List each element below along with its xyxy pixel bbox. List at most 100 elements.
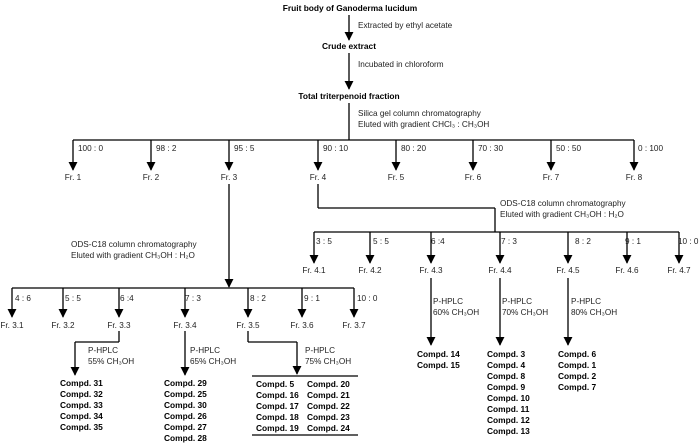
fraction-6: Fr. 6 [464, 173, 482, 182]
fr3-3-hplc-label: P-HPLC [88, 346, 119, 355]
compound-item: Compd. 15 [417, 360, 460, 370]
fr4-3-hplc-label: P-HPLC [433, 297, 464, 306]
fr4-ratio-2: 5 : 5 [373, 237, 389, 246]
total-triterpenoid-label: Total triterpenoid fraction [298, 91, 400, 101]
l1-ratio-4: 90 : 10 [323, 144, 349, 153]
fr4-ratio-7: 10 : 0 [678, 237, 699, 246]
fraction-3: Fr. 3 [220, 173, 238, 182]
fr4-ratio-6: 9 : 1 [625, 237, 641, 246]
fr3-ratio-1: 4 : 6 [15, 294, 31, 303]
compound-item: Compd. 4 [487, 360, 526, 370]
fr3-method-label: ODS-C18 column chromatography [71, 240, 197, 249]
crude-extract-label: Crude extract [322, 41, 376, 51]
fraction-4-7: Fr. 4.7 [667, 266, 691, 275]
compound-item: Compd. 10 [487, 393, 530, 403]
compound-item: Compd. 22 [307, 401, 350, 411]
l1-ratio-6: 70 : 30 [478, 144, 504, 153]
fruit-body-label: Fruit body of Ganoderma lucidum [282, 3, 418, 13]
fr3-ratio-5: 8 : 2 [250, 294, 266, 303]
fr4-eluent-label: Eluted with gradient CH₃OH : H₂O [500, 210, 624, 219]
fraction-4-3: Fr. 4.3 [419, 266, 443, 275]
l1-ratio-1: 100 : 0 [78, 144, 104, 153]
fr3-4-hplc-label: P-HPLC [190, 346, 221, 355]
silica-method-label: Silica gel column chromatography [358, 109, 481, 118]
compound-item: Compd. 5 [256, 379, 295, 389]
fraction-4-6: Fr. 4.6 [615, 266, 639, 275]
fraction-3-1: Fr. 3.1 [0, 321, 24, 330]
fr4-ratio-4: 7 : 3 [501, 237, 517, 246]
fr4-4-hplc-conc: 70% CH₃OH [502, 308, 549, 317]
compound-item: Compd. 30 [164, 400, 207, 410]
fr3-4-hplc-conc: 65% CH₃OH [190, 357, 237, 366]
fraction-4-5: Fr. 4.5 [556, 266, 580, 275]
extraction-step-label: Extracted by ethyl acetate [358, 21, 453, 30]
compound-item: Compd. 7 [558, 382, 597, 392]
fr3-ratio-2: 5 : 5 [65, 294, 81, 303]
compound-item: Compd. 23 [307, 412, 350, 422]
fr3-ratio-7: 10 : 0 [357, 294, 378, 303]
l1-ratio-3: 95 : 5 [234, 144, 255, 153]
fraction-3-6: Fr. 3.6 [290, 321, 314, 330]
fraction-4-4: Fr. 4.4 [488, 266, 512, 275]
fraction-3-3: Fr. 3.3 [107, 321, 131, 330]
compound-item: Compd. 6 [558, 349, 597, 359]
l1-ratio-2: 98 : 2 [156, 144, 177, 153]
fr4-ratio-3: 6 :4 [431, 237, 445, 246]
compound-item: Compd. 11 [487, 404, 530, 414]
compound-item: Compd. 29 [164, 378, 207, 388]
fraction-8: Fr. 8 [625, 173, 643, 182]
fr3-eluent-label: Eluted with gradient CH₃OH : H₂O [71, 251, 195, 260]
compound-item: Compd. 19 [256, 423, 299, 433]
fraction-3-5: Fr. 3.5 [236, 321, 260, 330]
incubation-step-label: Incubated in chloroform [358, 60, 444, 69]
fraction-7: Fr. 7 [542, 173, 560, 182]
l1-ratio-8: 0 : 100 [638, 144, 664, 153]
compound-item: Compd. 21 [307, 390, 350, 400]
compound-item: Compd. 35 [60, 422, 103, 432]
l1-ratio-5: 80 : 20 [401, 144, 427, 153]
compound-item: Compd. 18 [256, 412, 299, 422]
compound-item: Compd. 17 [256, 401, 299, 411]
fraction-4-1: Fr. 4.1 [302, 266, 326, 275]
compound-item: Compd. 16 [256, 390, 299, 400]
compound-item: Compd. 14 [417, 349, 460, 359]
fraction-3-2: Fr. 3.2 [51, 321, 75, 330]
compound-item: Compd. 8 [487, 371, 526, 381]
fr3-ratio-3: 6 :4 [120, 294, 134, 303]
fraction-4-2: Fr. 4.2 [358, 266, 382, 275]
fr3-ratio-4: 7 : 3 [185, 294, 201, 303]
compound-item: Compd. 33 [60, 400, 103, 410]
compound-item: Compd. 32 [60, 389, 103, 399]
fraction-5: Fr. 5 [387, 173, 405, 182]
compound-item: Compd. 3 [487, 349, 526, 359]
fr4-ratio-1: 3 : 5 [316, 237, 332, 246]
compound-item: Compd. 9 [487, 382, 526, 392]
compound-item: Compd. 34 [60, 411, 103, 421]
fraction-2: Fr. 2 [142, 173, 160, 182]
compound-item: Compd. 1 [558, 360, 597, 370]
compound-item: Compd. 13 [487, 426, 530, 436]
compound-item: Compd. 12 [487, 415, 530, 425]
fr4-3-hplc-conc: 60% CH₃OH [433, 308, 480, 317]
compound-item: Compd. 27 [164, 422, 207, 432]
fraction-4: Fr. 4 [309, 173, 327, 182]
compound-item: Compd. 24 [307, 423, 350, 433]
compound-item: Compd. 2 [558, 371, 597, 381]
compound-item: Compd. 31 [60, 378, 103, 388]
compound-item: Compd. 28 [164, 433, 207, 443]
fr3-5-hplc-conc: 75% CH₃OH [305, 357, 352, 366]
fr4-5-hplc-conc: 80% CH₃OH [571, 308, 618, 317]
compound-item: Compd. 26 [164, 411, 207, 421]
compound-item: Compd. 25 [164, 389, 207, 399]
fr4-4-hplc-label: P-HPLC [502, 297, 533, 306]
fr3-ratio-6: 9 : 1 [304, 294, 320, 303]
l1-ratio-7: 50 : 50 [556, 144, 582, 153]
fr4-5-hplc-label: P-HPLC [571, 297, 602, 306]
fr4-ratio-5: 8 : 2 [575, 237, 591, 246]
fraction-1: Fr. 1 [64, 173, 82, 182]
fr3-3-hplc-conc: 55% CH₃OH [88, 357, 135, 366]
fraction-3-4: Fr. 3.4 [173, 321, 197, 330]
fr3-5-hplc-label: P-HPLC [305, 346, 336, 355]
